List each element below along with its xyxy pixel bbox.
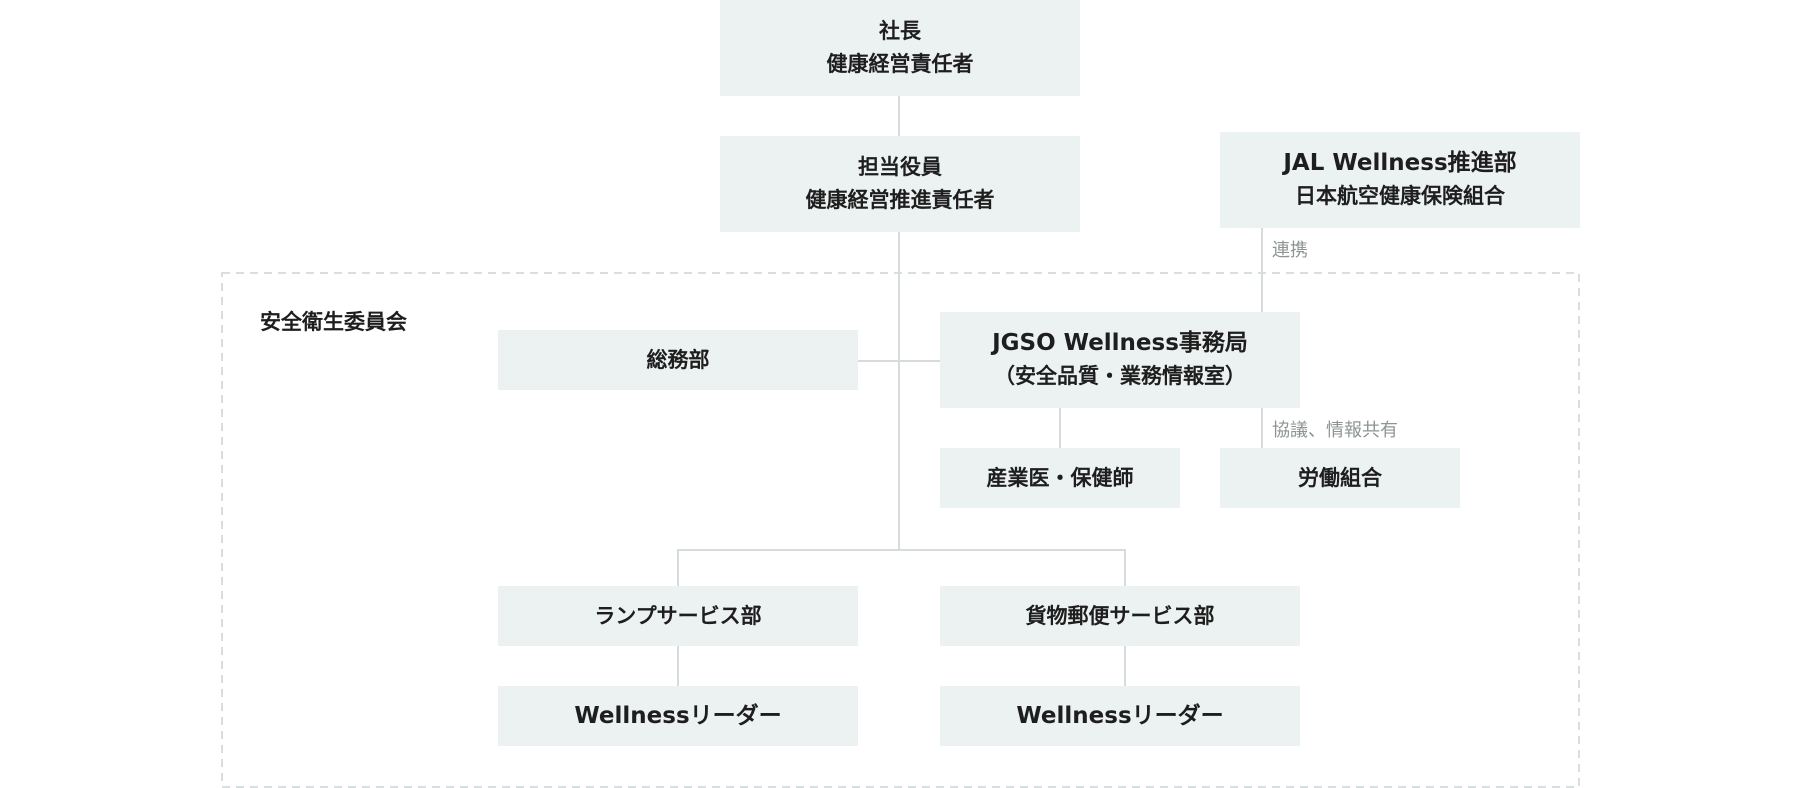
node-officer: 担当役員 健康経営推進責任者 <box>720 136 1080 232</box>
node-occupational-doctor: 産業医・保健師 <box>940 448 1180 508</box>
node-jal-wellness: JAL Wellness推進部 日本航空健康保険組合 <box>1220 132 1580 228</box>
link-label-cooperation: 連携 <box>1272 240 1308 261</box>
node-general-affairs-label: 総務部 <box>646 347 710 372</box>
node-ramp-leader: Wellnessリーダー <box>498 686 858 746</box>
link-label-consultation: 協議、情報共有 <box>1272 420 1398 441</box>
node-ramp-service-label: ランプサービス部 <box>594 603 762 628</box>
node-jgso-office-name: JGSO Wellness事務局 <box>992 330 1248 356</box>
node-cargo-leader-label: Wellnessリーダー <box>1016 702 1224 729</box>
node-cargo-mail-label: 貨物郵便サービス部 <box>1025 603 1215 628</box>
committee-label: 安全衛生委員会 <box>260 310 407 334</box>
node-president: 社長 健康経営責任者 <box>720 0 1080 96</box>
node-occupational-doctor-label: 産業医・保健師 <box>986 465 1134 490</box>
node-cargo-leader: Wellnessリーダー <box>940 686 1300 746</box>
node-jgso-office: JGSO Wellness事務局 （安全品質・業務情報室） <box>940 312 1300 408</box>
node-ramp-service: ランプサービス部 <box>498 586 858 646</box>
node-jal-wellness-dept: JAL Wellness推進部 <box>1283 150 1517 176</box>
node-officer-role: 健康経営推進責任者 <box>805 188 995 212</box>
node-labor-union-label: 労働組合 <box>1298 465 1382 490</box>
node-officer-title: 担当役員 <box>858 155 942 179</box>
connector-branch-departments <box>677 549 1126 586</box>
node-cargo-mail: 貨物郵便サービス部 <box>940 586 1300 646</box>
node-general-affairs: 総務部 <box>498 330 858 390</box>
node-ramp-leader-label: Wellnessリーダー <box>574 702 782 729</box>
node-president-role: 健康経営責任者 <box>826 52 974 76</box>
node-jgso-office-sub: （安全品質・業務情報室） <box>994 364 1246 388</box>
committee-frame <box>221 272 1580 788</box>
node-labor-union: 労働組合 <box>1220 448 1460 508</box>
node-president-title: 社長 <box>879 19 921 43</box>
node-jal-wellness-union: 日本航空健康保険組合 <box>1295 184 1505 208</box>
